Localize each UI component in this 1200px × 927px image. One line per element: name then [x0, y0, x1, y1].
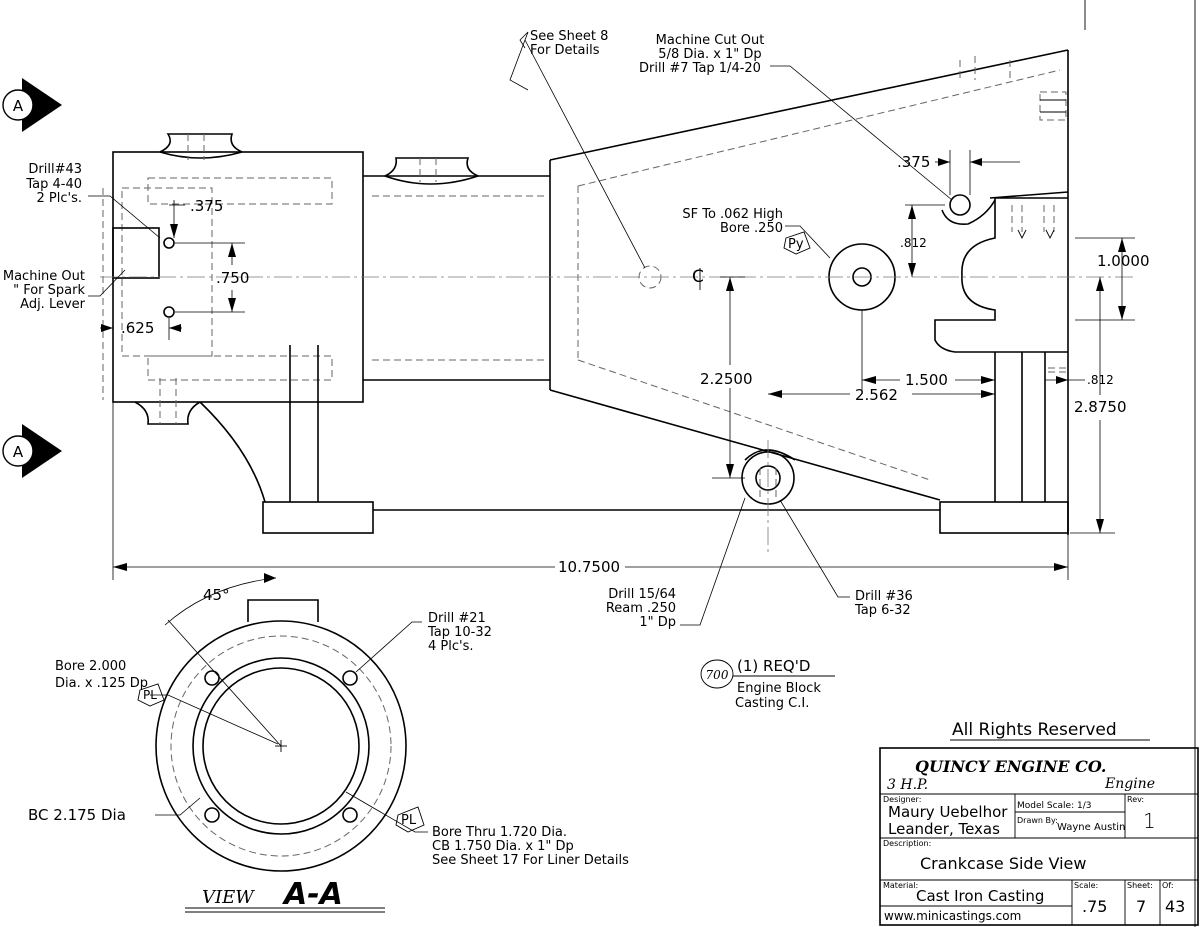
svg-text:Designer:: Designer:: [883, 795, 921, 804]
svg-text:.812: .812: [900, 236, 927, 250]
svg-text:See Sheet 8: See Sheet 8: [530, 29, 608, 44]
svg-text:45°: 45°: [203, 586, 230, 604]
svg-text:700: 700: [706, 668, 729, 682]
svg-text:.750: .750: [216, 269, 249, 287]
title-block: QUINCY ENGINE CO. 3 H.P. Engine Designer…: [879, 747, 1199, 926]
svg-text:VIEW: VIEW: [202, 887, 255, 908]
svg-text:For Details: For Details: [530, 43, 600, 58]
svg-text:10.7500: 10.7500: [558, 558, 620, 576]
svg-text:Engine Block: Engine Block: [737, 681, 821, 696]
svg-text:Tap 10-32: Tap 10-32: [427, 625, 492, 640]
svg-text:4 Plc's.: 4 Plc's.: [428, 639, 473, 654]
svg-text:Bore .250: Bore .250: [720, 221, 783, 236]
svg-text:BC 2.175 Dia: BC 2.175 Dia: [28, 806, 126, 824]
svg-text:Description:: Description:: [883, 839, 931, 848]
svg-text:A: A: [13, 97, 24, 115]
svg-text:PL: PL: [143, 688, 157, 702]
svg-text:1: 1: [1143, 809, 1156, 833]
svg-text:.375: .375: [190, 197, 223, 215]
svg-text:Drill #36: Drill #36: [855, 589, 913, 604]
svg-text:Leander, Texas: Leander, Texas: [888, 820, 1000, 838]
svg-text:2.562: 2.562: [855, 386, 898, 404]
svg-text:2.2500: 2.2500: [700, 370, 753, 388]
svg-text:QUINCY ENGINE CO.: QUINCY ENGINE CO.: [915, 757, 1106, 776]
svg-text:Drill#43: Drill#43: [28, 162, 82, 177]
side-view-notes: See Sheet 8 For Details Machine Cut Out …: [3, 29, 1150, 630]
section-view-aa: 45° Drill #21 Tap 10-32 4 Plc's. Bore 2.…: [28, 573, 629, 913]
svg-text:CB 1.750 Dia. x 1" Dp: CB 1.750 Dia. x 1" Dp: [432, 839, 574, 854]
svg-text:Engine: Engine: [1104, 776, 1155, 792]
section-marker-top: A: [2, 78, 62, 132]
section-marker-bottom: A: [2, 424, 62, 478]
svg-text:Tap 6-32: Tap 6-32: [854, 603, 911, 618]
svg-text:.625: .625: [121, 319, 154, 337]
svg-text:3 H.P.: 3 H.P.: [887, 777, 928, 793]
svg-text:Tap 4-40: Tap 4-40: [25, 177, 82, 192]
svg-text:C: C: [692, 267, 704, 287]
svg-text:See Sheet 17 For Liner Details: See Sheet 17 For Liner Details: [432, 853, 629, 868]
svg-text:Bore Thru 1.720 Dia.: Bore Thru 1.720 Dia.: [432, 825, 567, 840]
svg-text:Of:: Of:: [1162, 881, 1174, 890]
svg-text:Maury Uebelhor: Maury Uebelhor: [888, 803, 1008, 821]
svg-text:Machine Cut Out: Machine Cut Out: [656, 33, 765, 48]
svg-text:(1) REQ'D: (1) REQ'D: [737, 657, 810, 675]
svg-text:Rev:: Rev:: [1127, 795, 1144, 804]
svg-text:Adj. Lever: Adj. Lever: [20, 297, 85, 312]
svg-text:Wayne Austin: Wayne Austin: [1057, 822, 1125, 833]
svg-text:Machine Out: Machine Out: [3, 269, 85, 284]
svg-text:Py: Py: [788, 237, 804, 252]
svg-text:Material:: Material:: [883, 881, 918, 890]
svg-text:7: 7: [1136, 897, 1146, 916]
svg-text:Drill #7 Tap 1/4-20: Drill #7 Tap 1/4-20: [639, 61, 761, 76]
svg-text:Bore 2.000: Bore 2.000: [55, 659, 126, 674]
svg-text:Cast Iron Casting: Cast Iron Casting: [916, 887, 1044, 905]
svg-text:2.8750: 2.8750: [1074, 398, 1127, 416]
svg-text:Scale:: Scale:: [1074, 881, 1098, 890]
svg-text:5/8 Dia. x 1" Dp: 5/8 Dia. x 1" Dp: [658, 47, 761, 62]
svg-text:" For Spark: " For Spark: [13, 283, 85, 298]
svg-text:.75: .75: [1082, 897, 1107, 916]
svg-text:1.0000: 1.0000: [1097, 252, 1150, 270]
svg-text:.812: .812: [1087, 373, 1114, 387]
svg-text:1.500: 1.500: [905, 371, 948, 389]
svg-text:Drill #21: Drill #21: [428, 611, 486, 626]
svg-text:Drawn By:: Drawn By:: [1017, 816, 1058, 825]
part-tag: 700 (1) REQ'D Engine Block Casting C.I.: [700, 657, 835, 711]
rights-notice: All Rights Reserved: [952, 720, 1117, 740]
dimension-lines: [100, 150, 1135, 580]
svg-text:Casting C.I.: Casting C.I.: [735, 696, 809, 711]
svg-text:.375: .375: [897, 153, 930, 171]
svg-text:43: 43: [1165, 897, 1185, 916]
svg-text:Drill 15/64: Drill 15/64: [608, 587, 676, 602]
svg-text:www.minicastings.com: www.minicastings.com: [884, 909, 1021, 923]
svg-text:Dia. x .125 Dp: Dia. x .125 Dp: [55, 676, 148, 691]
svg-text:SF To .062 High: SF To .062 High: [682, 207, 783, 222]
svg-text:Sheet:: Sheet:: [1127, 881, 1153, 890]
svg-text:Model Scale: 1/3: Model Scale: 1/3: [1017, 801, 1091, 811]
svg-text:Ream .250: Ream .250: [606, 601, 676, 616]
svg-text:Crankcase Side View: Crankcase Side View: [920, 854, 1086, 873]
svg-text:1" Dp: 1" Dp: [639, 615, 676, 630]
svg-text:A-A: A-A: [282, 877, 343, 912]
svg-text:2 Plc's.: 2 Plc's.: [37, 191, 82, 206]
crankcase-side-view: [102, 49, 1069, 535]
svg-text:PL: PL: [401, 813, 417, 828]
leader-lines: [88, 31, 953, 626]
svg-text:A: A: [13, 443, 24, 461]
